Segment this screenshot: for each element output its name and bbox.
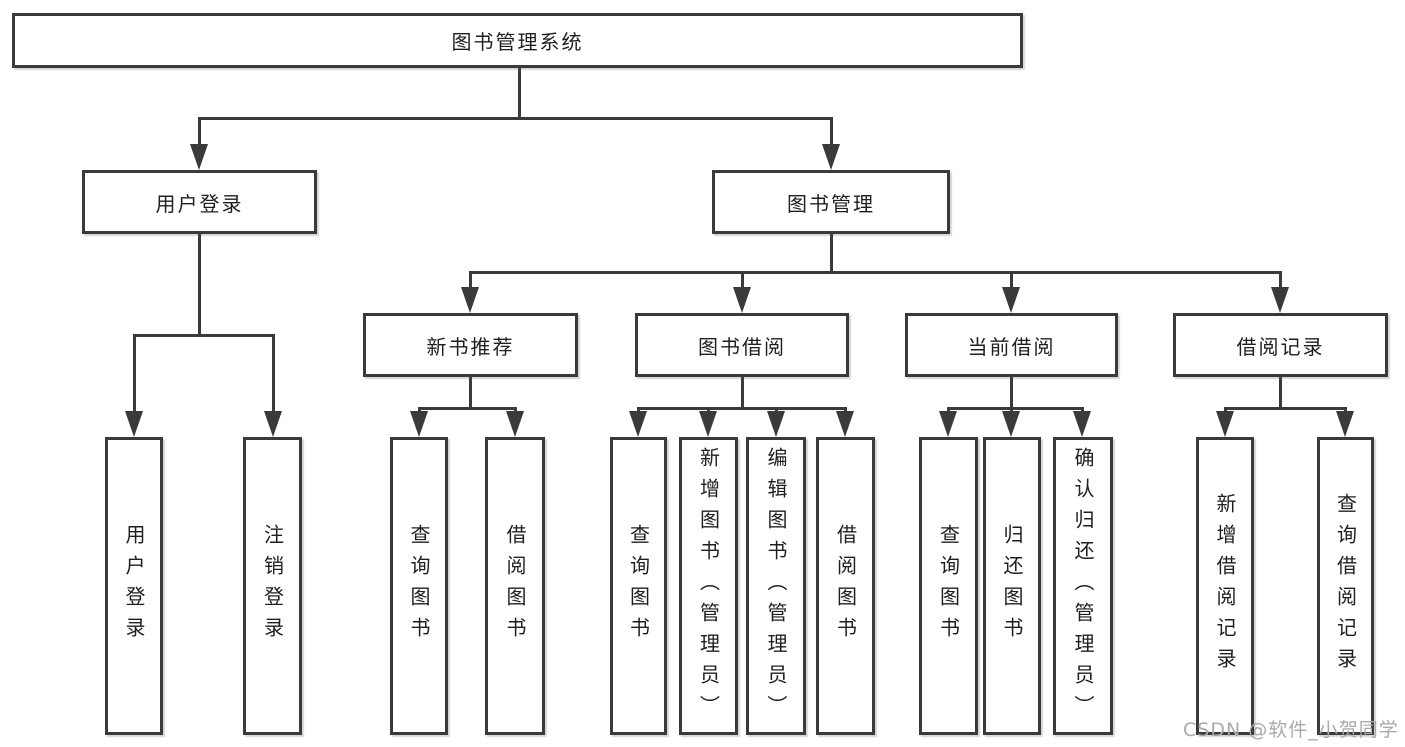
leaf-bb-edit-books-admin-label: 编辑图书（管理员） [764, 446, 788, 726]
node-book-management: 图书管理 [712, 170, 950, 234]
connector-drop-bb-edit [775, 407, 778, 412]
leaf-bb-query-books: 查询图书 [610, 437, 667, 735]
leaf-cb-return-books-label: 归还图书 [1000, 524, 1024, 648]
leaf-logout: 注销登录 [243, 437, 302, 735]
node-new-book-recommend: 新书推荐 [363, 313, 578, 377]
connector-drop-current-borrowing [1010, 271, 1013, 288]
connector-drop-leaf-user-login [133, 334, 136, 412]
connector-drop-nbr-query [418, 407, 421, 412]
connector-drop-br-add [1224, 407, 1227, 412]
leaf-br-query-record-label: 查询借阅记录 [1333, 493, 1358, 679]
leaf-cb-query-books-label: 查询图书 [936, 524, 961, 648]
connector-book-management-stem [830, 234, 833, 272]
arrowhead-down [836, 411, 854, 437]
leaf-nbr-borrow-books-label: 借阅图书 [503, 524, 527, 648]
arrowhead-down [1336, 411, 1354, 437]
connector-root-branch [198, 117, 832, 120]
arrowhead-down [1271, 287, 1289, 313]
connector-current-borrowing-stem [1010, 377, 1013, 408]
node-borrowing-records-label: 借阅记录 [1236, 334, 1325, 359]
leaf-cb-confirm-return-admin-label: 确认归还（管理员） [1071, 446, 1095, 726]
connector-user-login-branch [133, 334, 275, 337]
leaf-cb-confirm-return-admin: 确认归还（管理员） [1053, 437, 1113, 735]
connector-drop-cb-return [1010, 407, 1013, 412]
leaf-bb-edit-books-admin: 编辑图书（管理员） [746, 437, 806, 735]
arrowhead-down [125, 411, 143, 437]
leaf-bb-borrow-books-label: 借阅图书 [833, 524, 858, 648]
leaf-cb-return-books: 归还图书 [983, 437, 1041, 735]
arrowhead-down [264, 411, 282, 437]
leaf-user-login-label: 用户登录 [122, 524, 146, 648]
connector-drop-cb-confirm [1081, 407, 1084, 412]
node-current-borrowing-label: 当前借阅 [967, 334, 1056, 359]
arrowhead-down [822, 144, 840, 170]
leaf-bb-query-books-label: 查询图书 [626, 524, 651, 648]
connector-book-borrowing-branch [637, 407, 847, 410]
leaf-nbr-query-books: 查询图书 [390, 437, 448, 735]
arrowhead-down [1002, 287, 1020, 313]
node-root-label: 图书管理系统 [451, 30, 584, 54]
arrowhead-down [1216, 411, 1234, 437]
connector-drop-book-management [830, 117, 833, 145]
arrowhead-down [733, 287, 751, 313]
arrowhead-down [767, 411, 785, 437]
node-current-borrowing: 当前借阅 [905, 313, 1118, 377]
node-root: 图书管理系统 [12, 13, 1023, 68]
leaf-br-add-record-label: 新增借阅记录 [1213, 493, 1237, 679]
node-book-management-label: 图书管理 [787, 191, 875, 216]
leaf-br-add-record: 新增借阅记录 [1196, 437, 1254, 735]
arrowhead-down [410, 411, 428, 437]
node-user-login-label: 用户登录 [155, 191, 244, 216]
arrowhead-down [190, 144, 208, 170]
leaf-br-query-record: 查询借阅记录 [1317, 437, 1374, 735]
connector-drop-bb-query [637, 407, 640, 412]
connector-drop-br-query [1344, 407, 1347, 412]
arrowhead-down [1002, 411, 1020, 437]
arrowhead-down [939, 411, 957, 437]
node-user-login: 用户登录 [82, 170, 317, 234]
connector-root-stem [518, 68, 521, 119]
connector-drop-user-login [198, 117, 201, 145]
connector-borrowing-records-branch [1224, 407, 1346, 410]
connector-drop-borrowing-records [1279, 271, 1282, 288]
connector-drop-nbr-borrow [514, 407, 517, 412]
connector-current-borrowing-branch [947, 407, 1084, 410]
connector-drop-bb-borrow [844, 407, 847, 412]
leaf-user-login: 用户登录 [105, 437, 163, 735]
arrowhead-down [1073, 411, 1091, 437]
node-book-borrowing: 图书借阅 [635, 313, 849, 377]
leaf-logout-label: 注销登录 [260, 524, 285, 648]
connector-drop-book-borrowing [741, 271, 744, 288]
leaf-nbr-borrow-books: 借阅图书 [485, 437, 545, 735]
connector-drop-leaf-logout [272, 334, 275, 412]
connector-drop-bb-add [707, 407, 710, 412]
connector-drop-cb-query [947, 407, 950, 412]
connector-new-book-recommend-branch [418, 407, 517, 410]
watermark: CSDN @软件_小贺同学 [1183, 719, 1399, 741]
leaf-nbr-query-books-label: 查询图书 [407, 524, 431, 648]
connector-new-book-recommend-stem [469, 377, 472, 408]
arrowhead-down [461, 287, 479, 313]
leaf-cb-query-books: 查询图书 [919, 437, 978, 735]
arrowhead-down [506, 411, 524, 437]
arrowhead-down [629, 411, 647, 437]
node-new-book-recommend-label: 新书推荐 [426, 334, 515, 359]
connector-book-management-branch [469, 271, 1282, 274]
leaf-bb-add-books-admin: 新增图书（管理员） [679, 437, 738, 735]
leaf-bb-borrow-books: 借阅图书 [816, 437, 875, 735]
connector-book-borrowing-stem [741, 377, 744, 408]
node-book-borrowing-label: 图书借阅 [698, 334, 786, 359]
connector-borrowing-records-stem [1279, 377, 1282, 408]
leaf-bb-add-books-admin-label: 新增图书（管理员） [696, 446, 721, 726]
connector-drop-new-book-recommend [469, 271, 472, 288]
node-borrowing-records: 借阅记录 [1173, 313, 1388, 377]
connector-user-login-stem [198, 233, 201, 335]
arrowhead-down [699, 411, 717, 437]
